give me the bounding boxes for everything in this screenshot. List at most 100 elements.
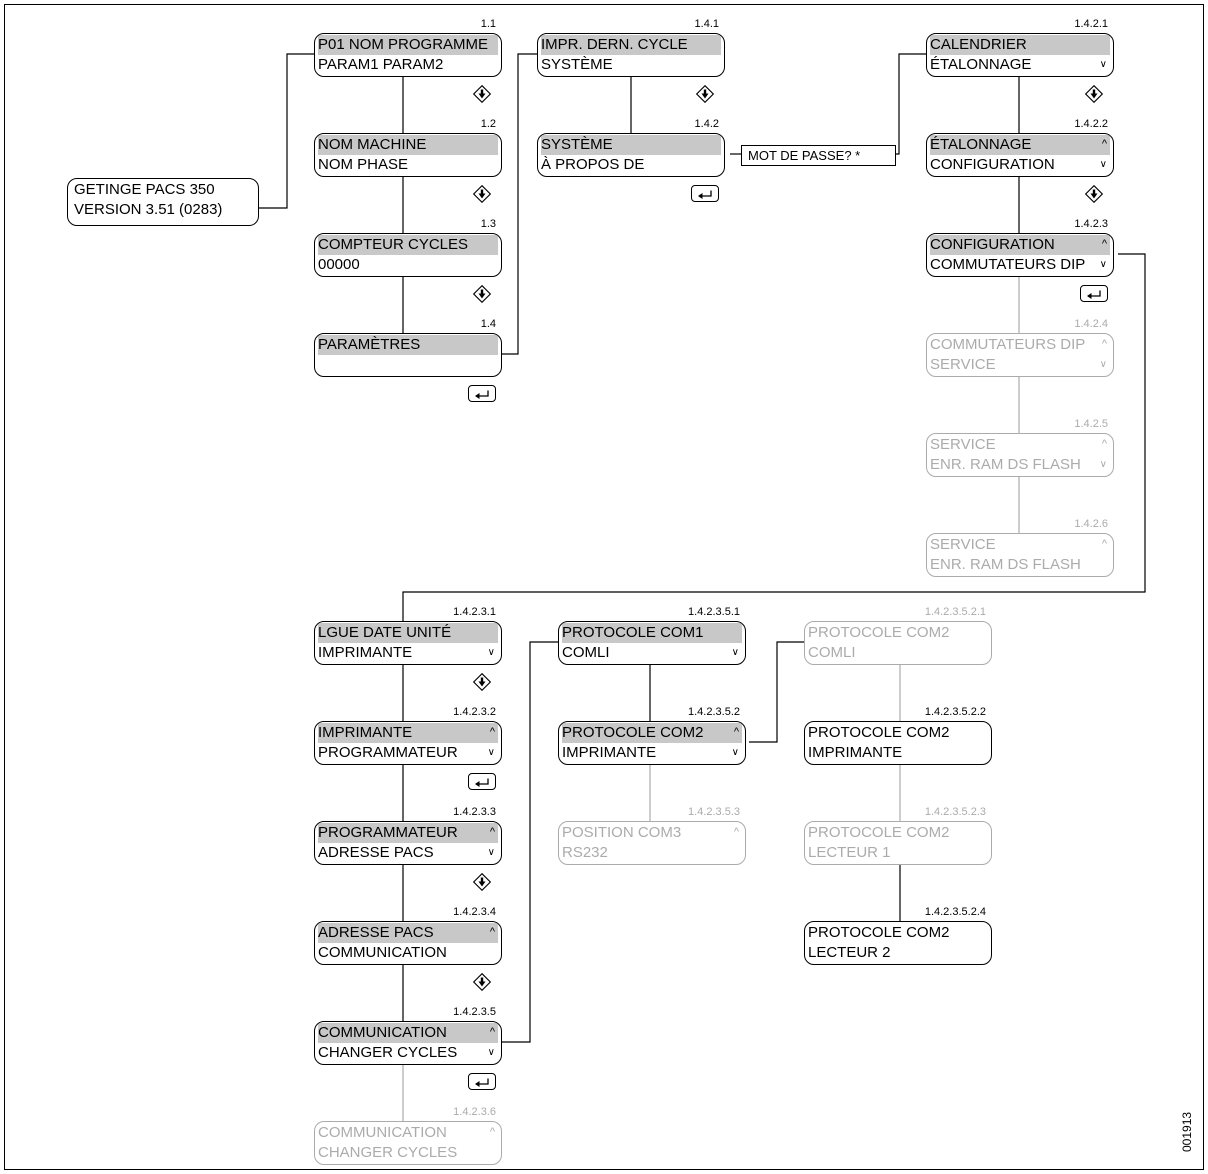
menu-number: 1.4.2.3.5.2.1: [924, 606, 986, 618]
scroll-up-icon: ^: [1101, 538, 1107, 550]
menu-box-line1: PROTOCOLE COM2: [808, 924, 950, 941]
scroll-down-icon: ∨: [1099, 459, 1107, 470]
menu-box-line2: NOM PHASE: [318, 156, 409, 173]
menu-box-line1: P01 NOM PROGRAMME: [318, 35, 498, 55]
menu-box-line1: POSITION COM3: [562, 824, 682, 841]
menu-box-line1: SERVICE: [930, 536, 996, 553]
menu-number: 1.4.2.4: [1074, 318, 1108, 330]
menu-box-line1: PROGRAMMATEUR: [318, 823, 498, 843]
scroll-up-icon: ^: [733, 826, 739, 838]
scroll-up-icon: ^: [489, 1026, 495, 1038]
menu-box-line1: SYSTÈME: [541, 135, 721, 155]
menu-box-line1: ÉTALONNAGE: [930, 135, 1110, 155]
return-key-icon: [468, 773, 496, 790]
menu-number: 1.1: [480, 18, 496, 30]
menu-box-line1: PROTOCOLE COM2: [808, 724, 950, 741]
scroll-down-icon: ∨: [731, 647, 739, 658]
menu-box-line2: LECTEUR 1: [808, 844, 891, 861]
menu-box-line2: RS232: [562, 844, 608, 861]
menu-box-line2: ENR. RAM DS FLASH: [930, 456, 1081, 473]
menu-box-line2: PARAM1 PARAM2: [318, 56, 444, 73]
password-prompt: MOT DE PASSE? *: [741, 145, 896, 166]
scroll-up-icon: ^: [1101, 138, 1107, 150]
root-line1: GETINGE PACS 350: [74, 181, 215, 198]
menu-box-line2: ÉTALONNAGE: [930, 56, 1032, 73]
menu-box-line2: COMLI: [562, 644, 610, 661]
menu-box-line2: IMPRIMANTE: [562, 744, 657, 761]
diagram-frame: [4, 4, 1204, 1170]
menu-number: 1.4.2.3.5.1: [688, 606, 740, 618]
menu-box: PARAMÈTRES: [314, 333, 502, 377]
scroll-down-icon: ∨: [1099, 59, 1107, 70]
menu-box-line2: COMMUTATEURS DIP: [930, 256, 1086, 273]
menu-box-line1: SERVICE: [930, 436, 996, 453]
return-key-icon: [691, 185, 719, 202]
down-key-icon: [472, 872, 492, 892]
menu-number: 1.4.2.3.5.2.4: [924, 906, 986, 918]
menu-box-line2: SYSTÈME: [541, 56, 613, 73]
scroll-up-icon: ^: [733, 726, 739, 738]
down-key-icon: [472, 672, 492, 692]
menu-box-line1: COMMUNICATION: [318, 1023, 498, 1043]
menu-box-line2: ENR. RAM DS FLASH: [930, 556, 1081, 573]
return-key-icon: [468, 1073, 496, 1090]
menu-number: 1.4.2.3.5.2.2: [924, 706, 986, 718]
menu-number: 1.4.2.3.5: [453, 1006, 496, 1018]
scroll-down-icon: ∨: [487, 1047, 495, 1058]
root-line2: VERSION 3.51 (0283): [74, 201, 223, 218]
scroll-up-icon: ^: [1101, 238, 1107, 250]
down-key-icon: [472, 284, 492, 304]
menu-box-line1: LGUE DATE UNITÉ: [318, 623, 498, 643]
menu-box-line2: IMPRIMANTE: [808, 744, 903, 761]
menu-box-line2: CHANGER CYCLES: [318, 1144, 458, 1161]
down-key-icon: [1084, 184, 1104, 204]
menu-number: 1.3: [480, 218, 496, 230]
menu-box-line1: PROTOCOLE COM2: [808, 824, 950, 841]
menu-box-line1: NOM MACHINE: [318, 135, 498, 155]
menu-number: 1.4.2.2: [1074, 118, 1108, 130]
menu-box: SERVICE ENR. RAM DS FLASH ^: [926, 533, 1114, 577]
menu-box-line1: CALENDRIER: [930, 35, 1110, 55]
menu-box-line1: COMMUNICATION: [318, 1124, 447, 1141]
down-key-icon: [695, 84, 715, 104]
menu-box-line1: IMPRIMANTE: [318, 723, 498, 743]
scroll-down-icon: ∨: [1099, 259, 1107, 270]
down-key-icon: [472, 84, 492, 104]
scroll-down-icon: ∨: [1099, 359, 1107, 370]
menu-box-line1: PROTOCOLE COM1: [562, 623, 742, 643]
menu-box-line2: SERVICE: [930, 356, 996, 373]
menu-box-line2: ADRESSE PACS: [318, 844, 434, 861]
menu-box-line1: ADRESSE PACS: [318, 923, 498, 943]
scroll-up-icon: ^: [489, 826, 495, 838]
menu-number: 1.4.2.5: [1074, 418, 1108, 430]
menu-number: 1.4.2.3.5.2.3: [924, 806, 986, 818]
scroll-down-icon: ∨: [487, 847, 495, 858]
menu-box-line1: CONFIGURATION: [930, 235, 1110, 255]
menu-number: 1.4.2.6: [1074, 518, 1108, 530]
menu-box-line2: PROGRAMMATEUR: [318, 744, 458, 761]
menu-number: 1.2: [480, 118, 496, 130]
menu-box-line2: COMMUNICATION: [318, 944, 447, 961]
menu-box-line1: PROTOCOLE COM2: [562, 723, 742, 743]
menu-box-line2: CHANGER CYCLES: [318, 1044, 458, 1061]
return-key-icon: [468, 385, 496, 402]
menu-box-line1: PROTOCOLE COM2: [808, 624, 950, 641]
